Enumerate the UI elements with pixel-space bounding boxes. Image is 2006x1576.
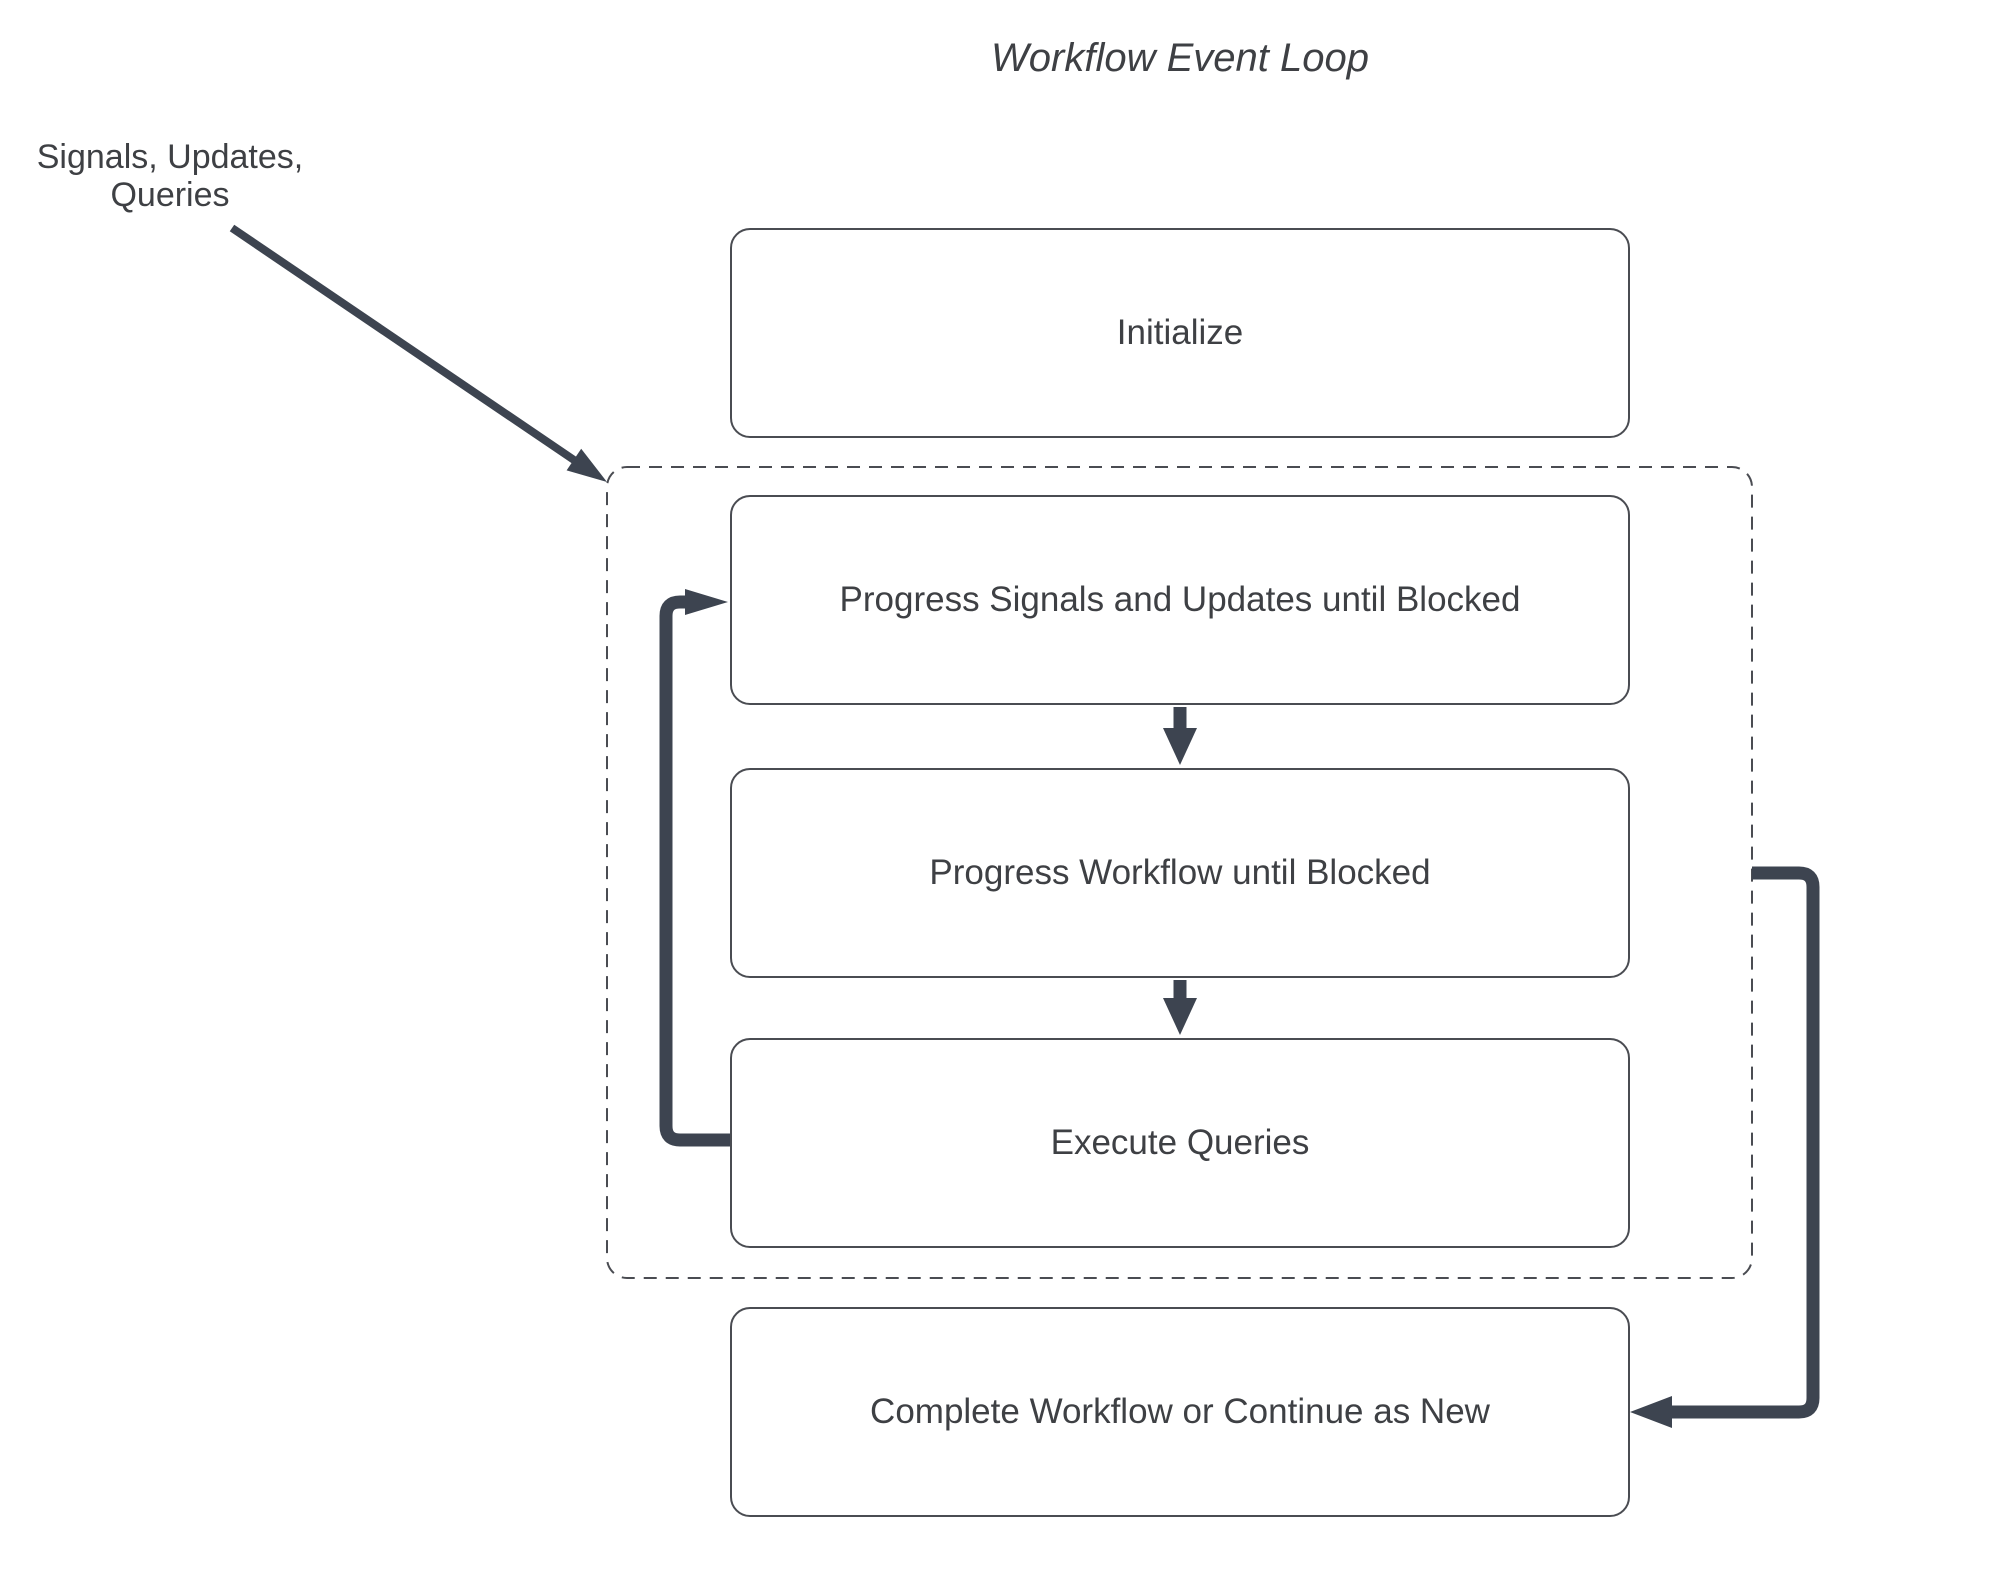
edge-left-loop-arrowhead-icon <box>685 589 728 615</box>
external-inputs-label: Signals, Updates, Queries <box>25 138 315 214</box>
diagram-title: Workflow Event Loop <box>991 36 1369 80</box>
node-initialize-label: Initialize <box>1116 313 1244 352</box>
external-inputs-label-line1: Signals, Updates, <box>36 138 304 176</box>
external-inputs-label-line2: Queries <box>110 176 230 214</box>
node-initialize: Initialize <box>730 228 1630 438</box>
node-progress-workflow: Progress Workflow until Blocked <box>730 768 1630 978</box>
edge-external-inputs-line <box>229 224 577 464</box>
edge-progress-signals-to-progress-workflow <box>1163 707 1197 765</box>
edge-external-inputs-to-event-loop <box>229 224 607 482</box>
edge-right-path-line <box>1668 866 1820 1419</box>
node-progress-signals: Progress Signals and Updates until Block… <box>730 495 1630 705</box>
node-execute-queries-label: Execute Queries <box>1050 1123 1310 1162</box>
node-progress-signals-label: Progress Signals and Updates until Block… <box>839 580 1521 619</box>
edge-down1-arrowhead-icon <box>1163 728 1197 765</box>
edge-right-path-arrowhead-icon <box>1630 1396 1672 1428</box>
edge-left-loop-line <box>659 595 730 1147</box>
node-complete-workflow: Complete Workflow or Continue as New <box>730 1307 1630 1517</box>
edge-external-inputs-arrowhead-icon <box>566 448 607 482</box>
node-execute-queries: Execute Queries <box>730 1038 1630 1248</box>
edge-execute-queries-to-progress-signals <box>659 589 730 1147</box>
node-complete-workflow-label: Complete Workflow or Continue as New <box>870 1392 1490 1431</box>
edge-down2-arrowhead-icon <box>1163 998 1197 1035</box>
edge-progress-workflow-to-execute-queries <box>1163 980 1197 1035</box>
node-progress-workflow-label: Progress Workflow until Blocked <box>929 853 1431 892</box>
edge-event-loop-to-complete-workflow <box>1630 866 1820 1428</box>
